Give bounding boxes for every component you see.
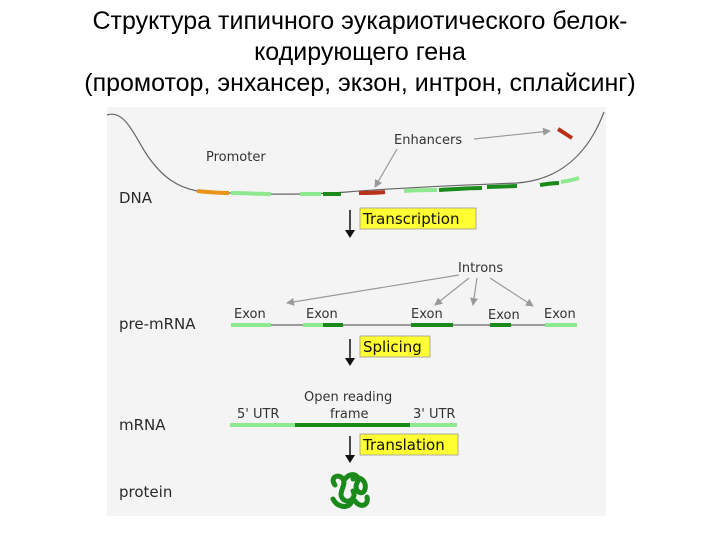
title-line-3: (промотор, энхансер, экзон, интрон, спла…: [84, 69, 636, 97]
introns-label: Introns: [458, 261, 503, 276]
orf-label-line1: Open reading: [304, 390, 392, 405]
slide-title: Структура типичного эукариотического бел…: [0, 6, 720, 99]
intron-pointer-arrow: [434, 277, 470, 306]
enhancer-pointer-arrow: [473, 127, 551, 140]
exon-label: Exon: [234, 307, 266, 322]
row-label-mrna: mRNA: [119, 416, 166, 434]
title-line-2: кодирующего гена: [254, 38, 466, 66]
protein-icon: [330, 472, 370, 509]
utr5-label: 5' UTR: [237, 407, 279, 422]
dna-exon-segment: [403, 188, 438, 193]
dna-exon-segment: [230, 191, 272, 196]
enhancer-pointer-arrow: [374, 148, 398, 188]
utr3-label: 3' UTR: [413, 407, 455, 422]
transcription-box: [359, 207, 477, 230]
translation-arrow-head: [345, 455, 355, 463]
transcription-arrow-head: [345, 230, 355, 238]
row-label-pre-mrna: pre-mRNA: [119, 315, 196, 333]
translation-box: [359, 433, 459, 456]
intron-pointer-arrow: [470, 277, 478, 306]
exon-label: Exon: [411, 307, 443, 322]
gene-diagram-svg: DNA Promoter Enhancers Transcription Int…: [106, 111, 605, 509]
exon-label: Exon: [488, 308, 520, 323]
intron-pointer-arrow: [286, 274, 460, 306]
row-label-dna: DNA: [119, 189, 153, 207]
splicing-box: [359, 335, 431, 358]
orf-label-line2: frame: [330, 407, 369, 422]
dna-exon-segment: [539, 181, 560, 187]
dna-promoter-segment: [196, 189, 230, 195]
enhancers-label: Enhancers: [394, 133, 462, 148]
dna-strand: [106, 111, 605, 195]
title-line-1: Структура типичного эукариотического бел…: [92, 7, 628, 35]
gene-structure-figure: DNA Promoter Enhancers Transcription Int…: [106, 107, 606, 516]
dna-enhancer-segment: [358, 190, 386, 195]
translation-label: Translation: [362, 436, 445, 454]
splicing-arrow-head: [345, 358, 355, 366]
transcription-label: Transcription: [362, 210, 459, 228]
exon-label: Exon: [544, 307, 576, 322]
splicing-label: Splicing: [363, 338, 422, 356]
dna-exon-segment: [438, 186, 483, 192]
dna-exon-segment: [560, 176, 580, 184]
exon-label: Exon: [306, 307, 338, 322]
dna-exon-segment: [486, 184, 518, 189]
dna-enhancer-segment: [556, 127, 574, 140]
intron-pointer-arrow: [489, 277, 534, 307]
row-label-protein: protein: [119, 483, 172, 501]
promoter-label: Promoter: [206, 150, 266, 165]
